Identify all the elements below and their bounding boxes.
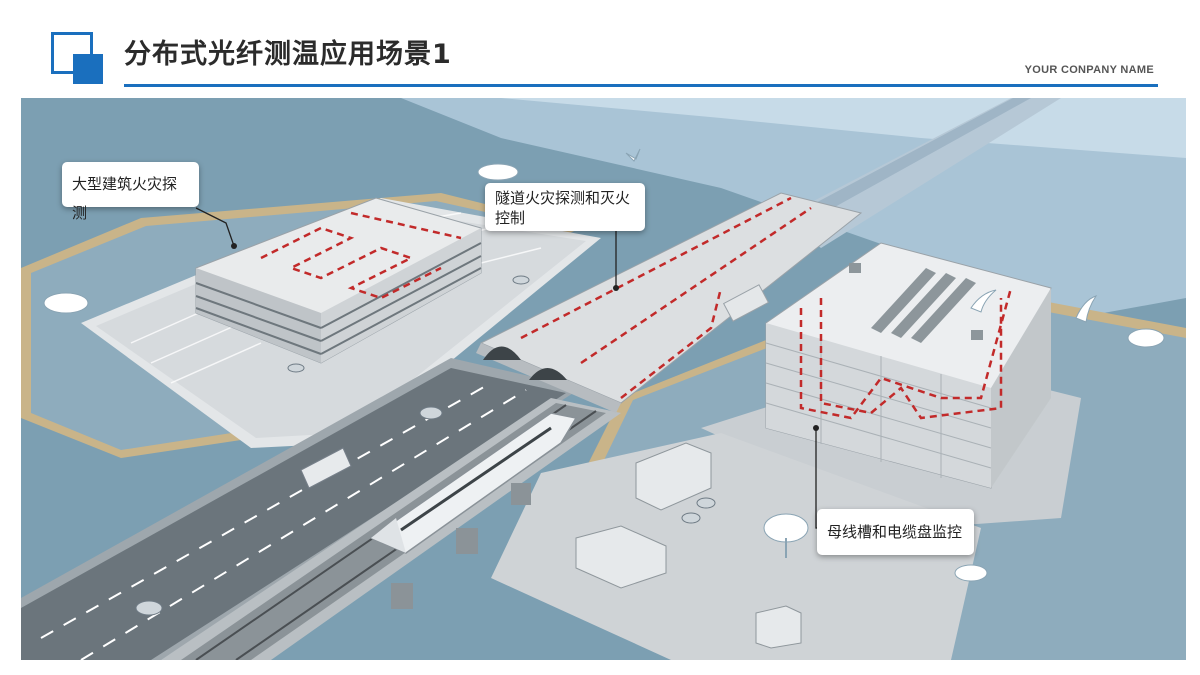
callout-tunnel-fire-control: 隧道火灾探测和灭火控制	[485, 183, 645, 231]
train-icon	[369, 412, 578, 554]
callout-label: 大型建筑火灾探测	[72, 175, 178, 222]
cloud-icon	[43, 163, 1165, 582]
callout-label: 隧道火灾探测和灭火控制	[495, 189, 631, 227]
callout-label: 母线槽和电缆盘监控	[827, 523, 963, 541]
company-name: YOUR CONPANY NAME	[1024, 64, 1154, 76]
logo-squares-icon	[51, 32, 103, 84]
page-title: 分布式光纤测温应用场景1	[124, 39, 452, 70]
bird-icon	[625, 148, 1098, 323]
title-divider	[124, 84, 1158, 87]
callout-building-fire-detection: 大型建筑火灾探测	[62, 162, 199, 222]
callout-busbar-cable-monitoring: 母线槽和电缆盘监控	[817, 509, 974, 555]
application-scene-illustration	[21, 98, 1186, 660]
truck-icon	[300, 447, 352, 489]
tree-icon	[763, 513, 809, 558]
car-icon	[135, 275, 716, 616]
